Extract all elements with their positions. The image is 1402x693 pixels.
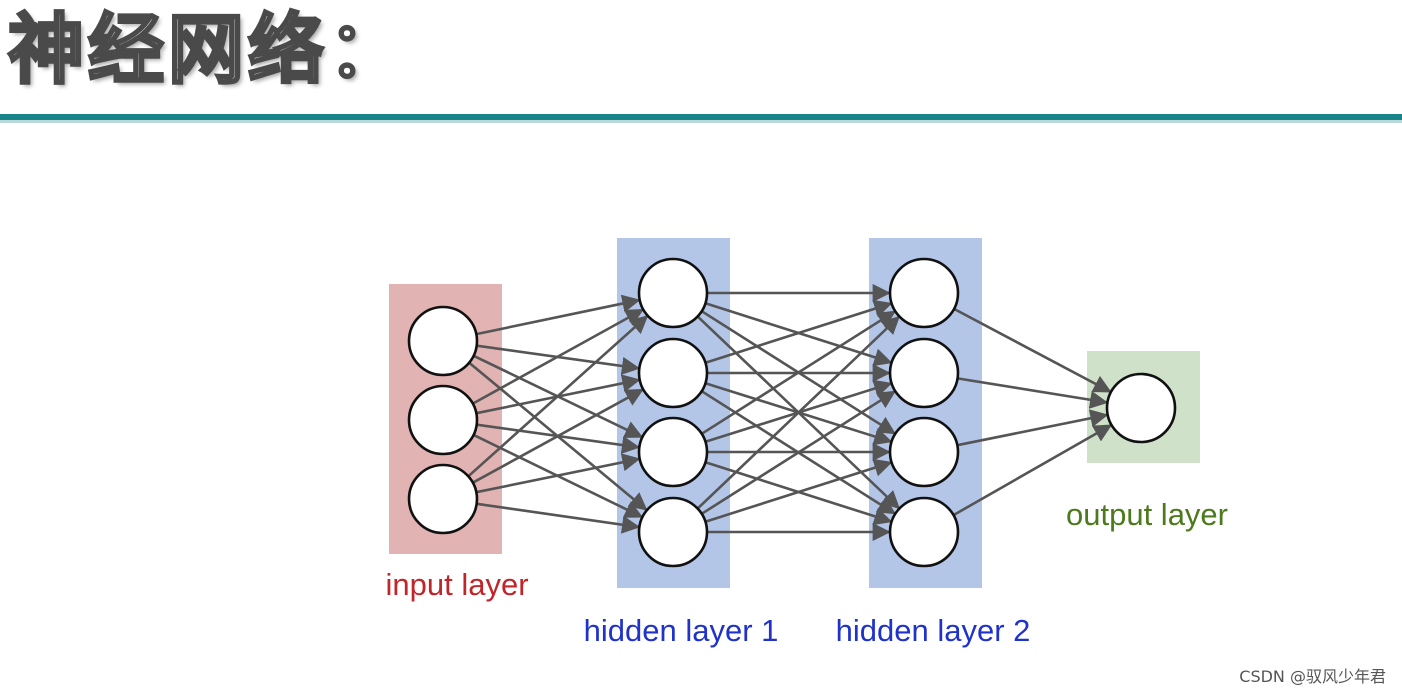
hidden1-neuron-2 xyxy=(637,337,709,409)
edge-hidden2-1-to-output-1 xyxy=(953,307,1112,393)
hidden2-neuron-4 xyxy=(888,496,960,568)
edge-input-3-to-hidden1-1 xyxy=(467,315,649,478)
edge-input-3-to-hidden1-2 xyxy=(472,388,644,484)
edge-hidden1-4-to-hidden2-1 xyxy=(696,315,901,510)
input-neuron-2 xyxy=(407,384,479,456)
edge-hidden1-4-to-hidden2-3 xyxy=(705,458,893,523)
hidden1-neuron-1 xyxy=(637,257,709,329)
title-rule-shadow xyxy=(0,120,1402,123)
edge-input-2-to-hidden1-1 xyxy=(472,308,644,405)
edge-hidden1-4-to-hidden2-2 xyxy=(701,390,896,515)
title-rule xyxy=(0,114,1402,120)
connection-edges xyxy=(467,283,1113,542)
hidden2-neuron-2 xyxy=(888,337,960,409)
edge-input-1-to-hidden1-1 xyxy=(476,294,641,336)
edge-input-3-to-hidden1-3 xyxy=(476,453,641,494)
edge-hidden2-3-to-output-1 xyxy=(957,409,1109,447)
csdn-watermark: CSDN @驭风少年君 xyxy=(1239,667,1386,686)
output-layer-label: output layer xyxy=(1066,497,1228,532)
hidden-layer-1-label: hidden layer 1 xyxy=(584,613,779,648)
hidden2-neuron-1 xyxy=(888,257,960,329)
input-neuron-3 xyxy=(407,463,479,535)
hidden1-neuron-3 xyxy=(637,416,709,488)
hidden-layer-2-label: hidden layer 2 xyxy=(836,613,1031,648)
slide-title: 神经网络： xyxy=(7,4,408,96)
edge-input-3-to-hidden1-4 xyxy=(476,502,641,534)
output-neuron-1 xyxy=(1105,372,1177,444)
input-layer-label: input layer xyxy=(385,567,528,602)
neuron-nodes xyxy=(407,257,1177,568)
edge-hidden1-2-to-hidden2-1 xyxy=(705,299,893,364)
input-neuron-1 xyxy=(407,305,479,377)
edge-hidden2-2-to-output-1 xyxy=(957,377,1109,409)
edge-hidden1-3-to-hidden2-1 xyxy=(701,310,896,435)
hidden1-neuron-4 xyxy=(637,496,709,568)
edge-hidden2-4-to-output-1 xyxy=(952,424,1113,517)
hidden2-neuron-3 xyxy=(888,416,960,488)
